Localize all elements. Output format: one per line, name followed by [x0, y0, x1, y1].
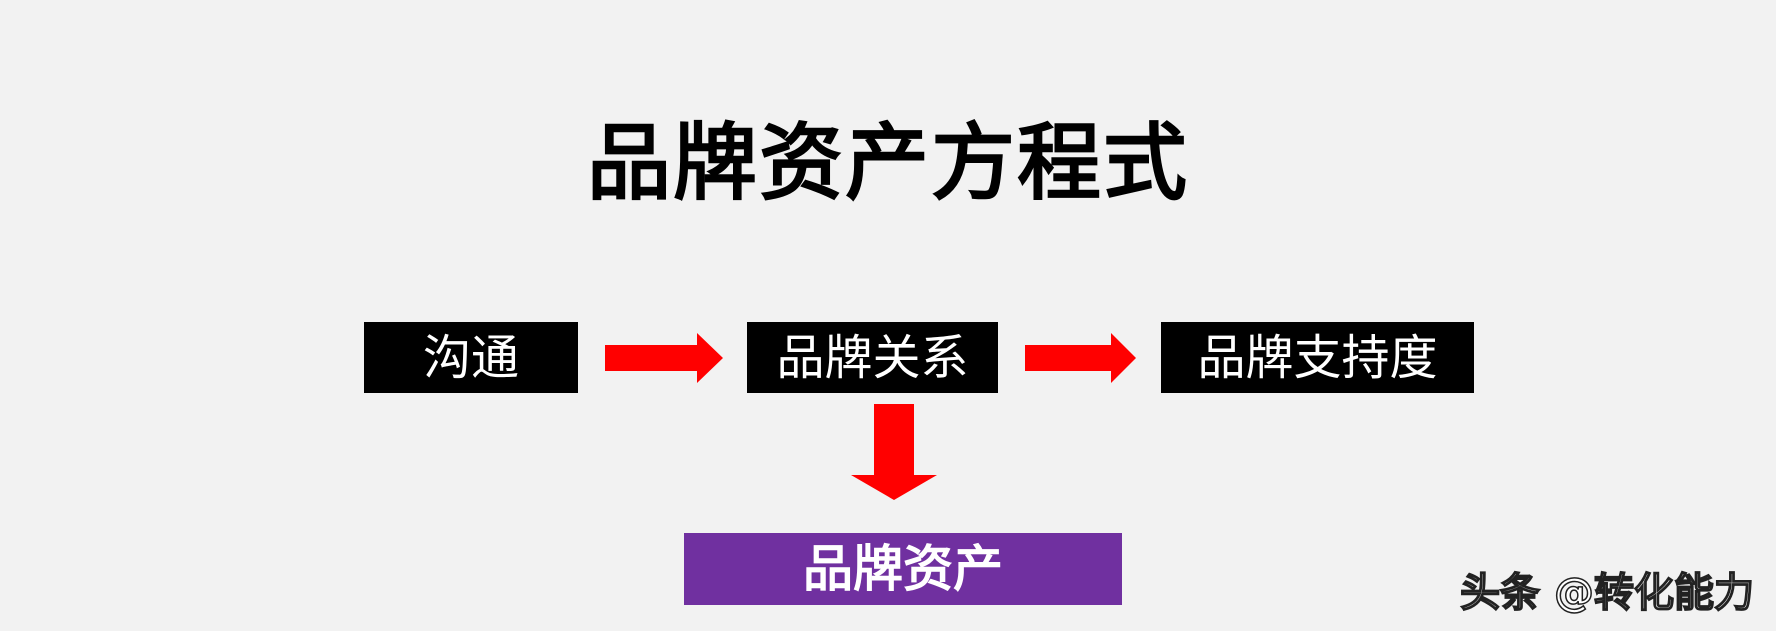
node-communication-label: 沟通	[422, 329, 519, 386]
node-brand-relationship: 品牌关系	[747, 322, 998, 393]
arrow-right-1-shape	[605, 333, 723, 383]
diagram-title: 品牌资产方程式	[586, 114, 1189, 212]
node-communication: 沟通	[364, 322, 578, 393]
arrow-right-2	[1025, 333, 1136, 383]
watermark: 头条 @转化能力	[1459, 570, 1754, 616]
arrow-down-shape	[851, 404, 937, 500]
node-brand-relationship-label: 品牌关系	[776, 329, 969, 386]
node-brand-equity-label: 品牌资产	[803, 540, 1003, 598]
arrow-right-2-shape	[1025, 333, 1136, 383]
node-brand-support-label: 品牌支持度	[1197, 329, 1438, 386]
arrow-down	[851, 404, 937, 500]
arrow-right-1	[605, 333, 723, 383]
node-brand-equity: 品牌资产	[684, 533, 1122, 605]
node-brand-support: 品牌支持度	[1161, 322, 1474, 393]
